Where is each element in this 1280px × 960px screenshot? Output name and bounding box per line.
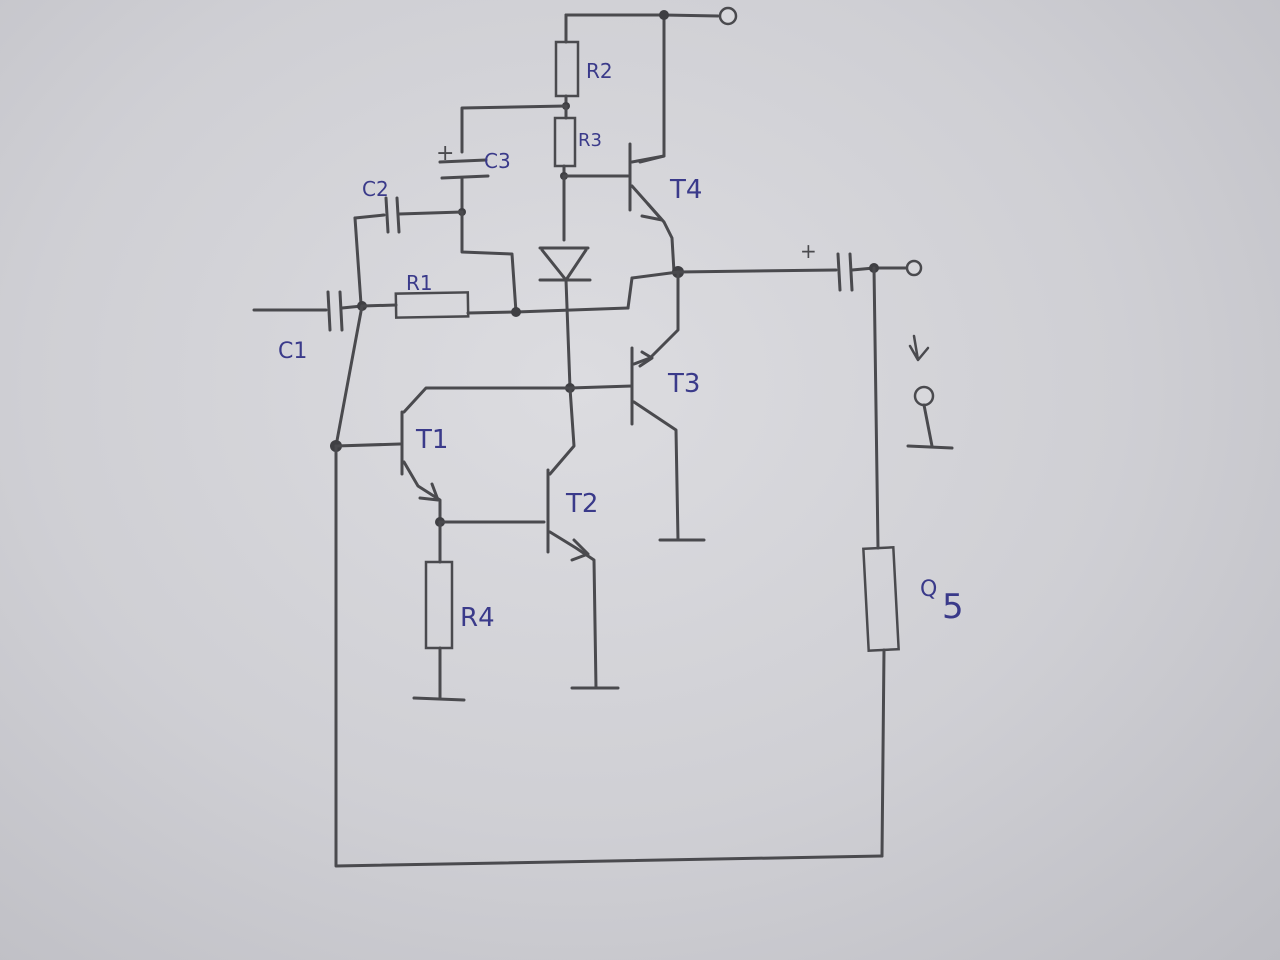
capacitor-c1: [252, 290, 367, 332]
label-r1: R1: [406, 271, 433, 295]
resistor-r3: [553, 104, 577, 180]
output-terminal[interactable]: [905, 259, 923, 277]
resistor-r2: [554, 40, 580, 110]
label-c2: C2: [362, 177, 389, 201]
label-r3: R3: [578, 130, 602, 151]
transistor-t4: [628, 142, 676, 274]
label-c1: C1: [278, 339, 307, 364]
supply-terminal[interactable]: [718, 6, 738, 26]
capacitor-output: [836, 252, 908, 292]
resistor-r4: [412, 520, 466, 702]
wire-r2-c3: [460, 104, 568, 154]
output-probe: [906, 334, 954, 450]
wire-return-loop: [334, 444, 884, 868]
label-t1: T1: [415, 425, 448, 455]
label-t4: T4: [669, 175, 702, 205]
wire-t3-t1: [402, 386, 572, 414]
output-node: [626, 266, 838, 360]
wire-c3-node: [460, 210, 518, 314]
label-r5-b: 5: [942, 587, 964, 627]
capacitor-c2: [353, 196, 464, 306]
label-plus-output: +: [800, 239, 817, 263]
label-plus-c3: +: [436, 141, 454, 166]
label-r4: R4: [460, 603, 495, 633]
wire-input-t1-node: [334, 304, 364, 448]
transistor-t3: [568, 346, 706, 542]
transistor-t1: [334, 410, 445, 527]
label-r5-a: Q: [920, 577, 937, 602]
diode: [538, 174, 592, 393]
capacitor-c3: [438, 158, 490, 216]
resistor-r5: [862, 266, 900, 858]
transistor-t2: [546, 386, 620, 690]
resistor-r1: [360, 291, 630, 319]
label-t3: T3: [667, 369, 700, 399]
label-t2: T2: [565, 489, 598, 519]
label-r2: R2: [586, 59, 613, 83]
label-c3: C3: [484, 149, 511, 173]
